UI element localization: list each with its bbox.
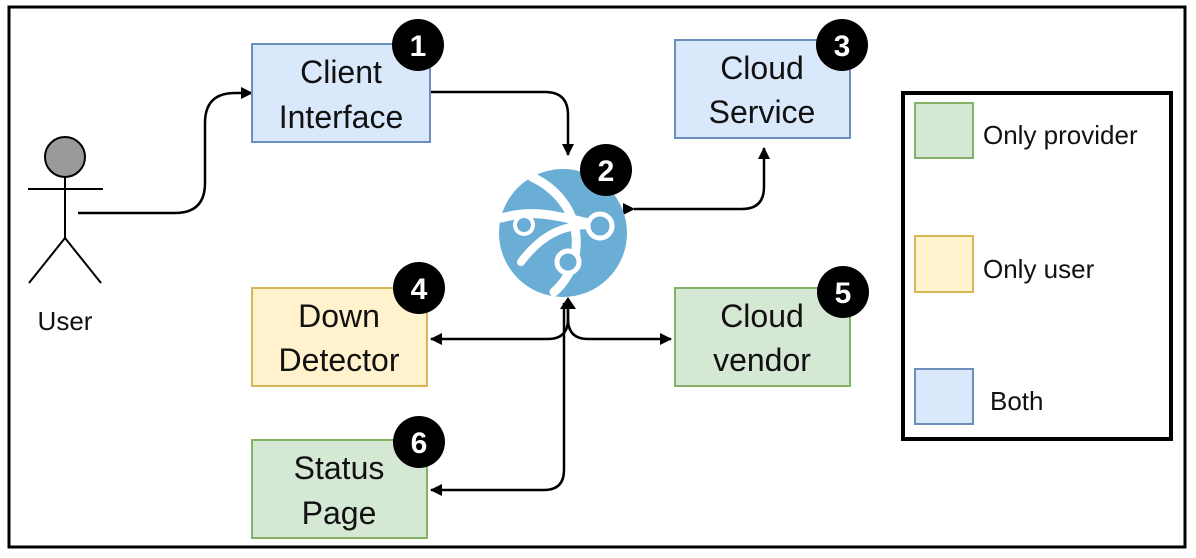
globe-node-left — [513, 214, 535, 236]
down-detector-label-line2: Detector — [279, 342, 400, 378]
badge-5: 5 — [817, 266, 869, 318]
edge-hub-cloud-vendor — [566, 300, 672, 345]
legend-label-only-user: Only user — [983, 254, 1095, 284]
cloud-service-label-line2: Service — [709, 94, 816, 130]
globe-node-bottom — [554, 248, 582, 276]
badge-2-circle — [580, 144, 632, 196]
badge-2: 2 — [580, 144, 632, 196]
hub-globe — [497, 169, 627, 297]
edge-client-interface-hub — [420, 86, 574, 156]
badge-6-circle — [393, 416, 445, 468]
actor-right-leg — [64, 237, 102, 284]
node-down-detector: Down Detector — [251, 287, 428, 387]
cloud-vendor-label-line1: Cloud — [720, 298, 804, 334]
badge-4: 4 — [393, 262, 445, 314]
actor-head — [44, 136, 86, 178]
badge-4-circle — [393, 262, 445, 314]
client-interface-label-line2: Interface — [279, 99, 404, 135]
badge-3-number: 3 — [834, 30, 851, 63]
badge-2-number: 2 — [598, 155, 615, 188]
legend-swatch-only-user — [914, 235, 974, 293]
badge-1-number: 1 — [410, 30, 427, 63]
down-detector-label-line1: Down — [298, 298, 380, 334]
edge-user-to-client-interface — [78, 87, 253, 215]
badge-6: 6 — [393, 416, 445, 468]
user-actor: User — [28, 136, 103, 336]
badge-3: 3 — [816, 19, 868, 71]
badge-1-circle — [392, 19, 444, 71]
globe-node-right — [585, 211, 615, 241]
edge-hub-cloud-service — [623, 147, 770, 215]
legend-label-both: Both — [990, 386, 1044, 416]
status-page-label-line1: Status — [294, 450, 385, 486]
badge-5-circle — [817, 266, 869, 318]
down-detector-box — [251, 287, 428, 387]
badge-6-number: 6 — [411, 427, 428, 460]
cloud-service-label-line1: Cloud — [720, 50, 804, 86]
status-page-label-line2: Page — [302, 495, 377, 531]
legend-swatch-only-provider — [914, 102, 974, 159]
edge-hub-status-page — [430, 303, 566, 496]
actor-label: User — [38, 306, 93, 336]
badge-4-number: 4 — [411, 273, 428, 306]
badge-1: 1 — [392, 19, 444, 71]
legend: Only provider Only user Both — [901, 91, 1173, 441]
edges — [78, 86, 770, 496]
cloud-vendor-label-line2: vendor — [713, 342, 811, 378]
legend-swatch-both — [914, 368, 974, 425]
client-interface-label-line1: Client — [300, 54, 382, 90]
actor-left-leg — [28, 237, 66, 284]
globe-meridian — [527, 172, 581, 297]
legend-label-only-provider: Only provider — [983, 120, 1138, 150]
hub-bottom-arrowhead — [560, 297, 576, 309]
badge-5-number: 5 — [835, 277, 852, 310]
badge-3-circle — [816, 19, 868, 71]
